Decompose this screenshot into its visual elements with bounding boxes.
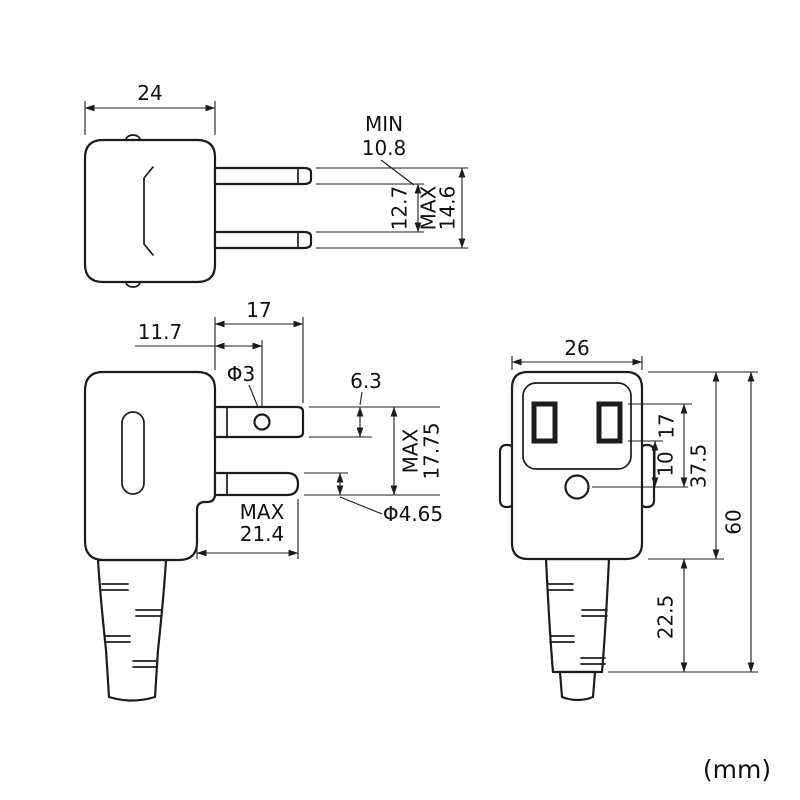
dim-slot-to-hole: 17 10 (592, 403, 692, 488)
dim-span-max-value: 17.75 (420, 422, 444, 479)
right-blade-slot (596, 401, 623, 444)
cord-ribs-front-view (547, 583, 608, 665)
dim-gap-min-label: MIN (365, 112, 403, 136)
dim-lengths: 37.5 22.5 60 (608, 371, 758, 673)
dim-pitch-value: 12.7 (388, 186, 412, 231)
dim-span-max-value: 14.6 (436, 186, 460, 231)
body-slot-detail (121, 411, 145, 495)
plug-side-view: 17 11.7 Φ3 (83, 298, 444, 702)
connector-front-view: 26 17 10 (498, 336, 758, 702)
body-bump-top (125, 134, 141, 141)
dim-span-max: MAX 17.75 (304, 406, 444, 496)
blade-hole (253, 413, 271, 431)
dim-front-body-width-value: 26 (564, 336, 589, 360)
cord-end-front-view (558, 670, 597, 702)
cord-ribs-side-view (101, 583, 162, 668)
cord-boot-side-view (96, 558, 168, 702)
dim-gap-min-value: 10.8 (362, 136, 407, 160)
dim-blade-width-value: 6.3 (350, 369, 382, 393)
dim-pin-diameter: Φ4.65 (304, 472, 443, 526)
dim-slot-bottom-to-hole-value: 10 (654, 451, 678, 476)
leader-line (359, 391, 363, 406)
dim-hole-offset: 11.7 (135, 320, 263, 414)
dim-body-length-value: 37.5 (687, 444, 711, 489)
unit-label: (mm) (703, 755, 771, 784)
dim-total-length-value: 60 (722, 509, 746, 534)
dim-hole-diameter: Φ3 (227, 362, 261, 413)
dim-boot-length-value: 22.5 (654, 595, 678, 640)
dim-pin-diameter-value: Φ4.65 (383, 502, 443, 526)
plug-top-view: 24 MIN 10.8 12.7 MAX 14.6 (83, 81, 468, 288)
round-pin-side-view (213, 471, 300, 497)
upper-blade (213, 166, 313, 186)
dim-top-body-width: 24 (84, 81, 216, 135)
plug-body-side-view (83, 370, 217, 562)
dim-depth-max: MAX 21.4 (196, 499, 299, 559)
dim-top-body-width-value: 24 (137, 81, 162, 105)
dim-blade-spacing: MIN 10.8 12.7 MAX 14.6 (316, 112, 468, 249)
ground-pin-hole (564, 474, 590, 500)
lower-blade (213, 230, 313, 250)
plug-body-top-view (83, 138, 217, 284)
body-bump-bottom (125, 281, 141, 288)
leader-line (339, 496, 383, 515)
dim-span-max-label: MAX (399, 428, 423, 473)
left-blade-slot (531, 401, 558, 444)
cord-boot-front-view (544, 557, 611, 674)
dim-depth-max-value: 21.4 (240, 522, 285, 546)
dim-blade-length-value: 17 (246, 298, 271, 322)
dim-blade-length: 17 (214, 298, 304, 403)
dim-front-body-width: 26 (511, 336, 643, 370)
socket-body-front-view (510, 370, 644, 561)
leader-line (380, 159, 415, 186)
dim-hole-diameter-value: Φ3 (227, 362, 255, 386)
body-inner-contour (143, 166, 154, 256)
dim-blade-width: 6.3 (309, 369, 440, 438)
dim-hole-offset-value: 11.7 (138, 320, 183, 344)
dim-span-max-label: MAX (417, 185, 441, 230)
dim-slot-top-to-hole-value: 17 (655, 413, 679, 438)
dim-depth-max-label: MAX (240, 500, 285, 524)
face-inner-contour (522, 382, 632, 470)
